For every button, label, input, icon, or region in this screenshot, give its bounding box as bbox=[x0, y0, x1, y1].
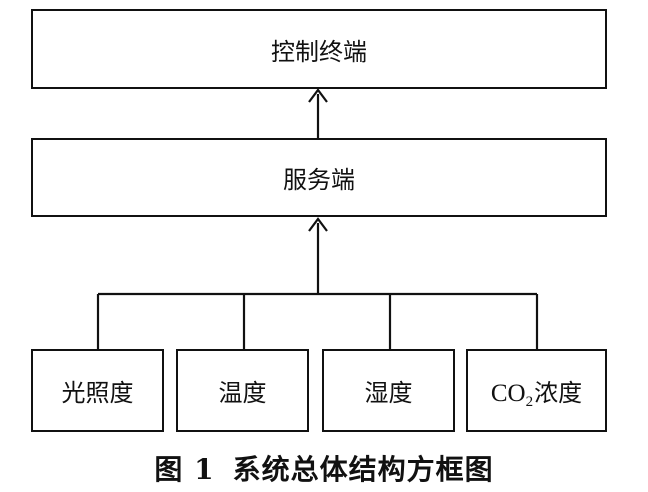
arrowhead-to-terminal-icon bbox=[308, 88, 328, 103]
arrowhead-to-server-icon bbox=[308, 217, 328, 232]
sensor-box-humidity: 湿度 bbox=[322, 349, 455, 432]
sensor-box-illuminance: 光照度 bbox=[31, 349, 164, 432]
sensor-label-humidity: 湿度 bbox=[364, 379, 413, 407]
sensor-box-temperature: 温度 bbox=[176, 349, 309, 432]
server-box: 服务端 bbox=[31, 138, 607, 217]
co2-prefix-text: CO bbox=[490, 380, 526, 407]
figure-caption: 图 1 系统总体结构方框图 bbox=[0, 448, 648, 488]
figure-number: 图 1 bbox=[154, 453, 215, 486]
sensor-label-illuminance: 光照度 bbox=[61, 379, 134, 407]
co2-suffix-text: 浓度 bbox=[534, 379, 583, 407]
figure-title: 系统总体结构方框图 bbox=[232, 453, 494, 486]
control-terminal-box: 控制终端 bbox=[31, 9, 607, 89]
control-terminal-label: 控制终端 bbox=[271, 37, 367, 66]
server-label: 服务端 bbox=[283, 166, 355, 194]
sensor-label-temperature: 温度 bbox=[218, 379, 267, 407]
co2-subscript-text: 2 bbox=[525, 394, 534, 410]
